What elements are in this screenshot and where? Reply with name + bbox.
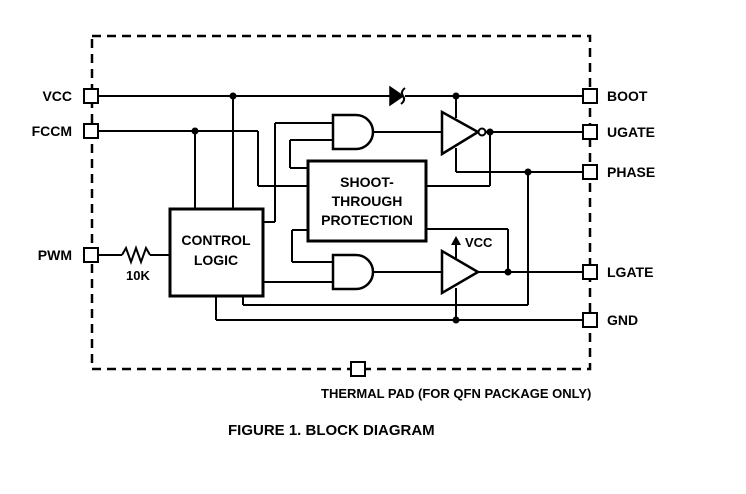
control-logic-label-1: CONTROL	[181, 232, 251, 248]
thermal-pad-pin	[350, 361, 366, 377]
wiring	[98, 95, 583, 321]
pwm-pin-label: PWM	[38, 247, 72, 263]
upper-and-gate-icon	[331, 113, 375, 151]
gnd-pin-label: GND	[607, 312, 638, 328]
shoot-through-label-3: PROTECTION	[321, 212, 413, 228]
fccm-pin	[83, 123, 99, 139]
driver-vcc-arrow-icon	[451, 236, 461, 245]
ugate-pin-label: UGATE	[607, 124, 655, 140]
boot-pin-label: BOOT	[607, 88, 648, 104]
lower-driver-icon	[440, 248, 481, 296]
upper-driver-icon	[440, 109, 481, 157]
driver-vcc-label: VCC	[465, 235, 493, 250]
phase-pin	[582, 164, 598, 180]
lgate-pin	[582, 264, 598, 280]
gnd-pin	[582, 312, 598, 328]
phase-pin-label: PHASE	[607, 164, 655, 180]
upper-driver-bubble-icon	[477, 127, 487, 137]
shoot-through-label-1: SHOOT-	[340, 174, 394, 190]
pwm-pin	[83, 247, 99, 263]
thermal-pad-label: THERMAL PAD (FOR QFN PACKAGE ONLY)	[321, 386, 591, 401]
boot-pin	[582, 88, 598, 104]
figure-caption: FIGURE 1. BLOCK DIAGRAM	[228, 422, 435, 439]
resistor-label: 10K	[126, 268, 150, 283]
vcc-pin-label: VCC	[42, 88, 72, 104]
lower-and-gate-icon	[331, 253, 375, 291]
shoot-through-label-2: THROUGH	[332, 193, 403, 209]
package-boundary	[90, 34, 592, 371]
ugate-pin	[582, 124, 598, 140]
control-logic-label-2: LOGIC	[194, 252, 238, 268]
junction-dots	[191, 92, 532, 324]
shoot-through-protection-block	[306, 159, 428, 243]
vcc-pin	[83, 88, 99, 104]
boot-diode-icon	[389, 85, 406, 107]
lgate-pin-label: LGATE	[607, 264, 653, 280]
fccm-pin-label: FCCM	[32, 123, 72, 139]
control-logic-block	[168, 207, 265, 298]
